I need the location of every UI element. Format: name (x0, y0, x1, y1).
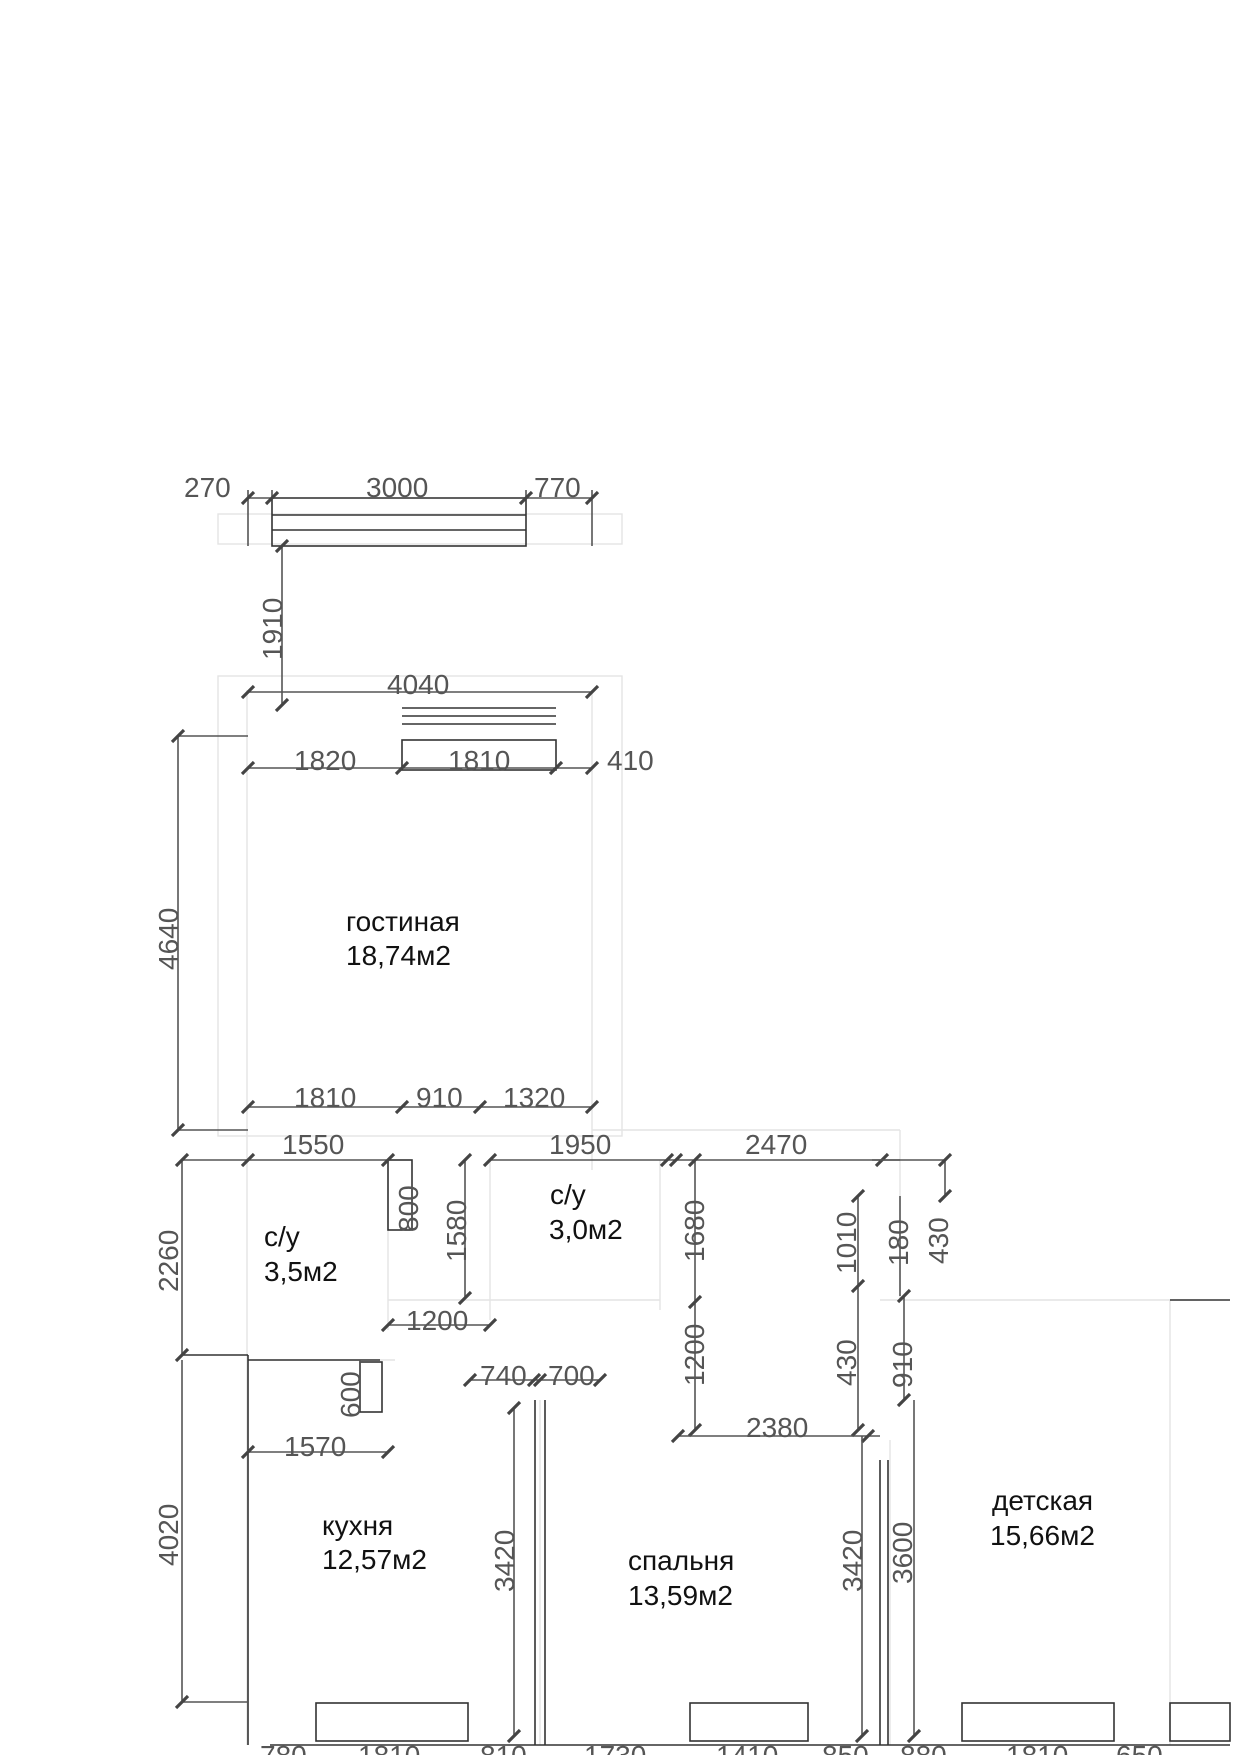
dim-2470: 2470 (745, 1129, 807, 1160)
dim-3000: 3000 (366, 472, 428, 503)
room-area-wc2: 3,0м2 (549, 1214, 623, 1245)
dim-800: 800 (393, 1185, 424, 1232)
dim-770: 770 (534, 472, 581, 503)
dim-bottom-650: 650 (1116, 1740, 1163, 1755)
dim-bottom-780: 780 (260, 1740, 307, 1755)
dimension-lines (170, 490, 953, 1744)
dim-600: 600 (335, 1371, 366, 1418)
dim-3600: 3600 (887, 1522, 918, 1584)
room-area-bedroom: 13,59м2 (628, 1580, 733, 1611)
dim-700: 700 (548, 1360, 595, 1391)
dim-1810-mid: 1810 (294, 1082, 356, 1113)
room-area-children: 15,66м2 (990, 1520, 1095, 1551)
dim-1910: 1910 (257, 598, 288, 660)
dimension-labels-horizontal: 270 3000 770 4040 1820 1810 410 1810 910… (184, 472, 808, 1462)
dim-1320: 1320 (503, 1082, 565, 1113)
dim-4640: 4640 (153, 908, 184, 970)
dim-4020: 4020 (153, 1504, 184, 1566)
dim-bottom-850: 850 (822, 1740, 869, 1755)
room-name-kitchen: кухня (322, 1510, 393, 1541)
room-area-kitchen: 12,57м2 (322, 1544, 427, 1575)
dim-1570: 1570 (284, 1431, 346, 1462)
dim-bottom-1810b: 1810 (1006, 1740, 1068, 1755)
dim-430-closet: 430 (831, 1339, 862, 1386)
dim-1950: 1950 (549, 1129, 611, 1160)
dim-180: 180 (883, 1219, 914, 1266)
dim-1820: 1820 (294, 745, 356, 776)
dim-1550: 1550 (282, 1129, 344, 1160)
dim-bottom-880: 880 (900, 1740, 947, 1755)
dim-430-top: 430 (923, 1217, 954, 1264)
room-area-wc1: 3,5м2 (264, 1256, 338, 1287)
dim-bottom-1810a: 1810 (358, 1740, 420, 1755)
dim-1200-closet: 1200 (679, 1324, 710, 1386)
window-and-radiator-marks (182, 497, 1231, 1746)
dim-1810-top: 1810 (448, 745, 510, 776)
dim-1200-hall: 1200 (406, 1305, 468, 1336)
dim-740: 740 (480, 1360, 527, 1391)
dim-bottom-1410: 1410 (716, 1740, 778, 1755)
bottom-dimension-row: 780 1810 810 1730 1410 850 880 1810 650 (260, 1740, 1163, 1755)
dim-3420-left: 3420 (489, 1530, 520, 1592)
room-name-wc2: с/у (550, 1179, 586, 1210)
dim-1010: 1010 (831, 1212, 862, 1274)
dim-270: 270 (184, 472, 231, 503)
dim-410: 410 (607, 745, 654, 776)
dimension-labels-vertical: 1910 4640 800 2260 1580 1680 1010 180 43… (153, 598, 954, 1592)
room-labels: гостиная 18,74м2 с/у 3,5м2 с/у 3,0м2 кух… (264, 906, 1095, 1611)
room-name-bedroom: спальня (628, 1545, 734, 1576)
room-name-children: детская (992, 1485, 1093, 1516)
dim-910-child: 910 (887, 1341, 918, 1388)
dim-1580: 1580 (441, 1200, 472, 1262)
dim-4040: 4040 (387, 669, 449, 700)
room-name-wc1: с/у (264, 1221, 300, 1252)
dim-2380: 2380 (746, 1412, 808, 1443)
dim-3420-right: 3420 (837, 1530, 868, 1592)
room-name-living: гостиная (346, 906, 460, 937)
dim-bottom-810: 810 (480, 1740, 527, 1755)
dim-1680: 1680 (679, 1200, 710, 1262)
dim-2260: 2260 (153, 1230, 184, 1292)
dim-bottom-1730: 1730 (584, 1740, 646, 1755)
room-area-living: 18,74м2 (346, 940, 451, 971)
dim-910: 910 (416, 1082, 463, 1113)
